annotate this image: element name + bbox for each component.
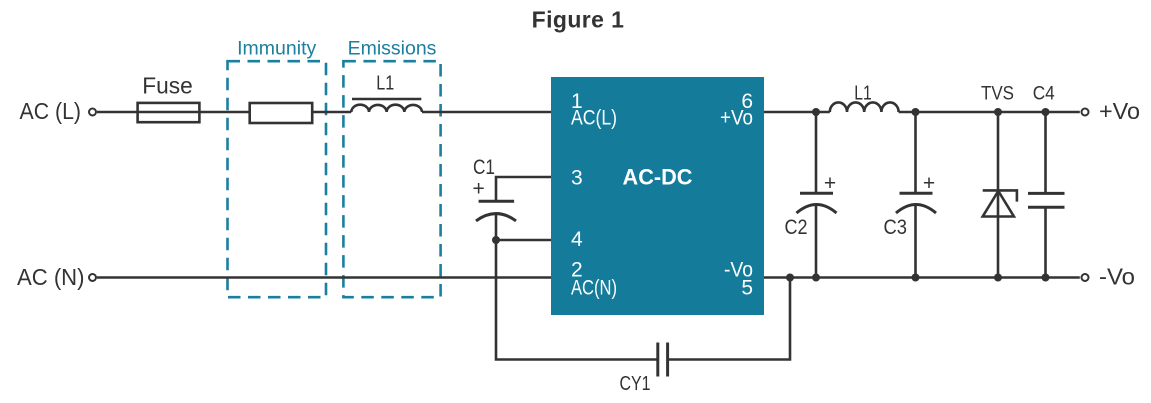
svg-text:AC(L): AC(L) [571, 107, 617, 130]
svg-text:Emissions: Emissions [348, 38, 437, 60]
svg-text:Immunity: Immunity [237, 38, 316, 60]
svg-text:4: 4 [571, 228, 583, 251]
svg-text:C4: C4 [1033, 83, 1055, 105]
svg-text:TVS: TVS [981, 83, 1014, 105]
svg-text:AC (N): AC (N) [17, 264, 85, 290]
svg-text:AC-DC: AC-DC [623, 165, 693, 190]
svg-text:AC(N): AC(N) [571, 277, 617, 300]
svg-text:C1: C1 [473, 156, 495, 179]
svg-text:AC (L): AC (L) [20, 98, 82, 124]
svg-text:Fuse: Fuse [142, 73, 193, 99]
svg-text:2: 2 [571, 259, 583, 282]
svg-text:1: 1 [571, 90, 583, 113]
svg-text:-Vo: -Vo [1099, 264, 1135, 290]
svg-text:Figure 1: Figure 1 [532, 7, 625, 33]
svg-text:+: + [472, 178, 484, 201]
svg-text:C3: C3 [884, 216, 908, 239]
svg-text:C2: C2 [785, 216, 808, 239]
svg-text:+: + [824, 172, 836, 195]
svg-text:L1: L1 [376, 72, 394, 95]
svg-text:-Vo: -Vo [724, 259, 753, 282]
svg-text:5: 5 [741, 277, 753, 300]
svg-text:6: 6 [741, 90, 753, 113]
svg-text:+: + [923, 172, 935, 195]
svg-text:+Vo: +Vo [1099, 98, 1140, 124]
svg-text:CY1: CY1 [620, 373, 651, 395]
svg-text:+Vo: +Vo [720, 107, 753, 130]
svg-text:L1: L1 [854, 81, 872, 104]
svg-text:3: 3 [571, 167, 583, 190]
